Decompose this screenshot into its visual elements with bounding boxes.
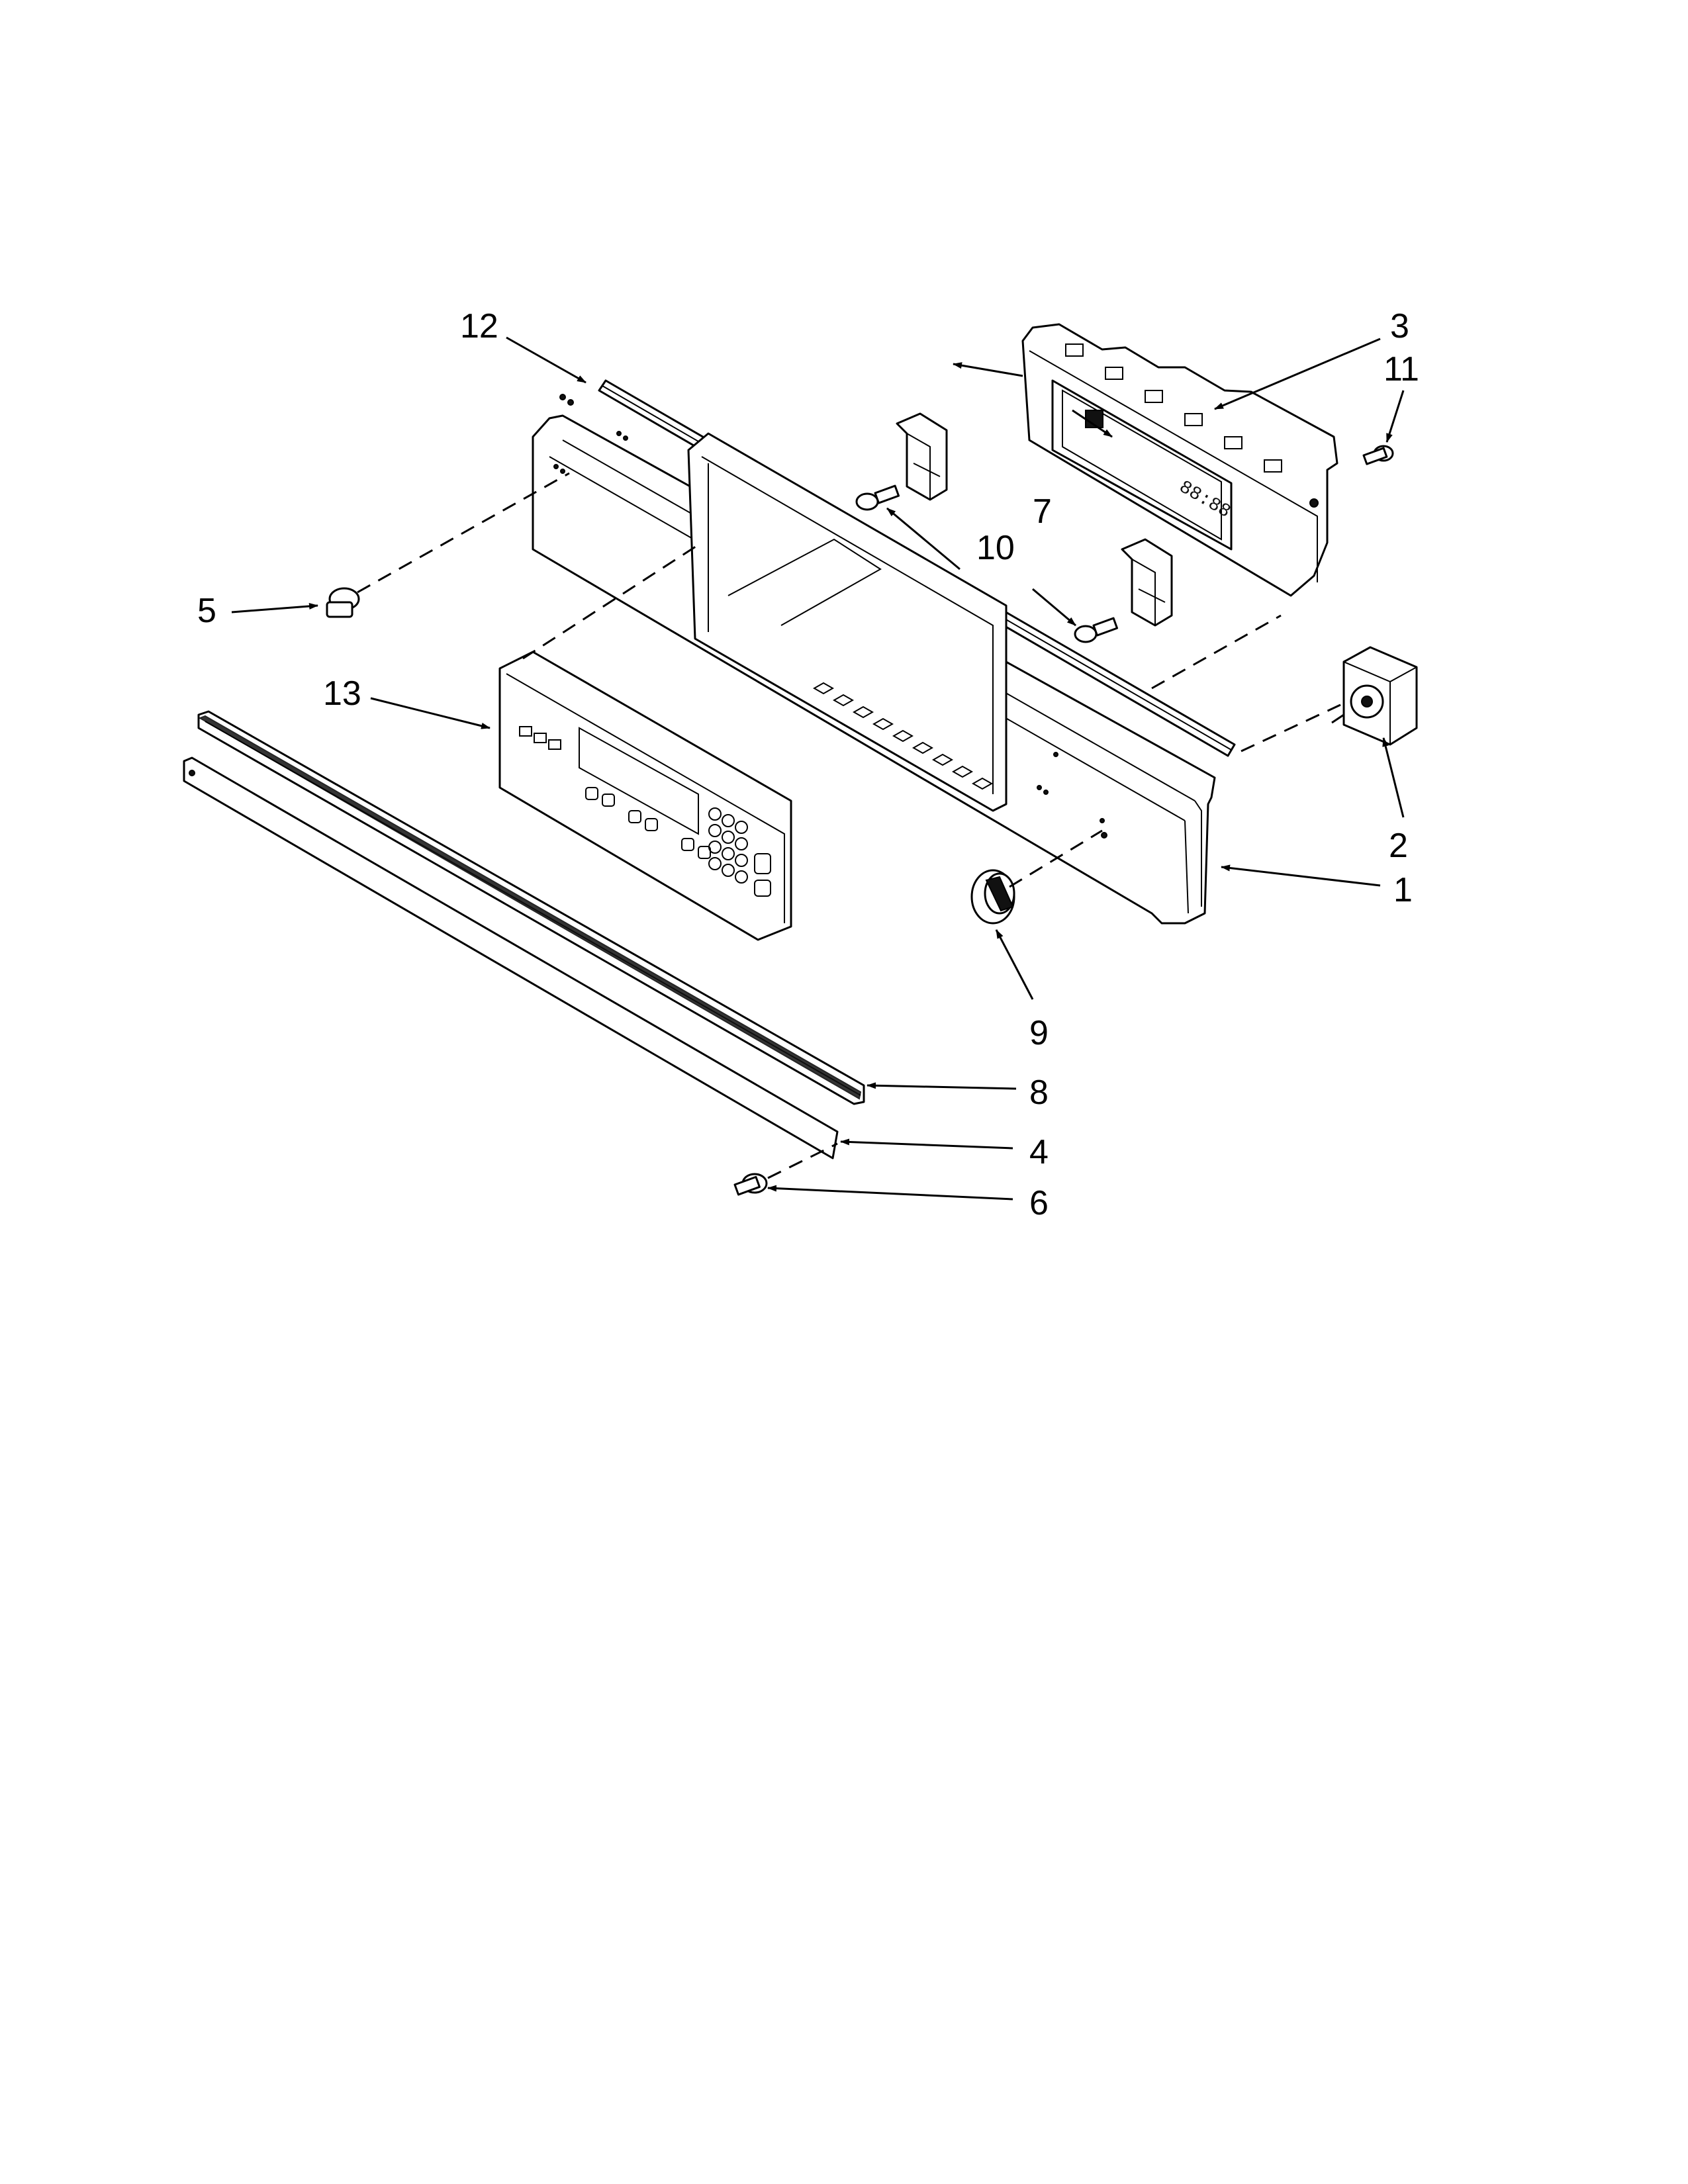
callout-10: 10 bbox=[976, 529, 1015, 567]
callout-11: 11 bbox=[1383, 350, 1419, 388]
leader-arrows bbox=[231, 336, 1405, 1201]
bracket-screw-upper bbox=[855, 484, 900, 511]
trim-screw bbox=[733, 1173, 768, 1196]
control-panel-housing bbox=[532, 394, 1216, 925]
callout-12: 12 bbox=[460, 307, 498, 345]
bracket-screw-lower bbox=[1074, 617, 1119, 643]
callout-labels: 12 3 11 7 10 5 13 2 1 9 8 4 6 bbox=[197, 307, 1419, 1222]
callout-2: 2 bbox=[1389, 827, 1408, 865]
callout-7: 7 bbox=[1033, 492, 1052, 531]
lower-trim-channel bbox=[197, 710, 865, 1105]
callout-6: 6 bbox=[1029, 1184, 1049, 1222]
callout-4: 4 bbox=[1029, 1133, 1049, 1171]
board-screw bbox=[1362, 445, 1394, 465]
callout-5: 5 bbox=[197, 592, 216, 630]
mounting-bracket-lower bbox=[1121, 538, 1173, 627]
callout-1: 1 bbox=[1393, 871, 1413, 909]
assembly-dash-lines bbox=[357, 472, 1341, 1179]
hole-plug bbox=[326, 587, 360, 618]
control-knob bbox=[970, 869, 1015, 925]
callout-8: 8 bbox=[1029, 1073, 1049, 1112]
mounting-bracket-upper bbox=[896, 412, 948, 501]
callout-13: 13 bbox=[323, 674, 361, 713]
callout-9: 9 bbox=[1029, 1014, 1049, 1052]
rotary-switch bbox=[1331, 646, 1418, 746]
callout-3: 3 bbox=[1390, 307, 1409, 345]
electronic-control-board: 88:88 bbox=[1021, 323, 1338, 597]
control-overlay-keypad bbox=[498, 651, 792, 941]
